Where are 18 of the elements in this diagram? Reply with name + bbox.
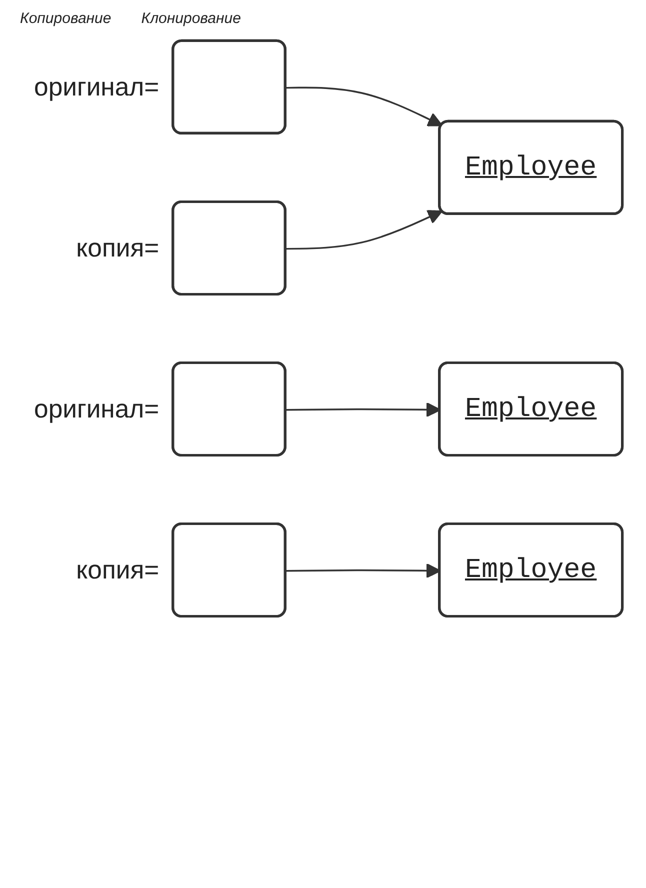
variable-box bbox=[172, 361, 286, 457]
class-box bbox=[438, 120, 624, 215]
arrow bbox=[286, 86, 443, 126]
variable-label: копия= bbox=[76, 234, 160, 263]
class-box bbox=[438, 522, 624, 618]
variable-label: оригинал= bbox=[34, 396, 160, 424]
section-heading: Клонирование bbox=[141, 10, 241, 27]
variable-box bbox=[172, 39, 286, 134]
variable-label: копия= bbox=[76, 556, 160, 585]
node-label: Employee bbox=[465, 554, 597, 586]
variable-box bbox=[172, 522, 286, 618]
section-heading: Копирование bbox=[20, 10, 112, 27]
variable-label: оригинал= bbox=[34, 74, 160, 102]
node-label: Employee bbox=[465, 152, 597, 183]
variable-box bbox=[172, 200, 286, 296]
arrow bbox=[286, 210, 443, 250]
class-box bbox=[438, 361, 624, 457]
node-label: Employee bbox=[465, 394, 597, 424]
